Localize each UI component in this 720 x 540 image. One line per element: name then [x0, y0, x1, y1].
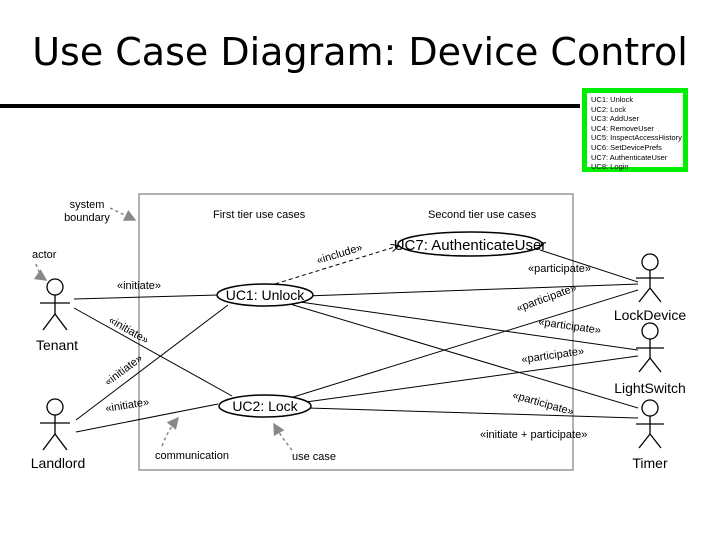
- uc7-label: UC7: AuthenticateUser: [394, 237, 547, 254]
- tenant-label: Tenant: [36, 337, 78, 353]
- system-boundary-note-2: boundary: [64, 212, 110, 224]
- landlord-uc1-line: [75, 304, 229, 421]
- timer-label: Timer: [632, 455, 668, 471]
- uc2-label: UC2: Lock: [232, 398, 298, 414]
- use-case-note: use case: [292, 451, 336, 463]
- second-tier-note: Second tier use cases: [428, 209, 537, 221]
- actor-lockdevice: [636, 253, 664, 303]
- legend-item: UC8: Login: [591, 162, 629, 172]
- use-case-pointer: [273, 422, 293, 451]
- uc2-lockdevice-line: [289, 289, 639, 399]
- communication-note: communication: [155, 450, 229, 462]
- actor-tenant: [40, 278, 70, 331]
- tenant-uc2-line: [73, 307, 233, 397]
- legend-item: UC1: Unlock: [591, 95, 634, 104]
- initiate-participate-label: «initiate + participate»: [480, 429, 587, 441]
- use-case-legend: UC1: Unlock UC2: Lock UC3: AddUser UC4: …: [582, 88, 688, 172]
- system-boundary-note-1: system: [70, 199, 105, 211]
- communication-pointer: [161, 416, 179, 447]
- initiate-label-landlord-uc2: «initiate»: [105, 396, 150, 415]
- legend-item: UC4: RemoveUser: [591, 123, 654, 133]
- use-case-uc7: UC7: AuthenticateUser: [394, 231, 547, 257]
- uc1-lightswitch-line: [299, 301, 639, 351]
- actor-pointer: [33, 263, 48, 281]
- include-arrow: [261, 246, 398, 289]
- communication-lines: [73, 249, 639, 433]
- system-boundary: [138, 193, 574, 471]
- participate-label-uc2-lightswitch: «participate»: [521, 345, 585, 366]
- uc7-lockdevice-line: [539, 249, 639, 283]
- page-title: Use Case Diagram: Device Control: [32, 30, 688, 74]
- actor-lightswitch: [636, 322, 664, 373]
- uc1-timer-line: [289, 303, 639, 409]
- legend-item: UC6: SetDevicePrefs: [591, 142, 662, 152]
- landlord-uc2-line: [75, 403, 219, 433]
- uc1-label: UC1: Unlock: [226, 287, 306, 303]
- actor-timer: [636, 399, 664, 449]
- actor-note: actor: [32, 249, 57, 261]
- title-underline: [0, 104, 580, 108]
- uc1-lockdevice-line: [305, 283, 639, 297]
- lockdevice-label: LockDevice: [614, 307, 687, 323]
- initiate-label-tenant-uc2: «initiate»: [107, 314, 151, 346]
- participate-label-uc7-lockdevice: «participate»: [528, 263, 591, 275]
- initiate-label-tenant-uc1: «initiate»: [117, 280, 161, 292]
- lightswitch-label: LightSwitch: [614, 380, 686, 396]
- participate-label-uc1-timer: «participate»: [511, 389, 575, 418]
- include-label: «include»: [315, 242, 364, 267]
- first-tier-note: First tier use cases: [213, 209, 306, 221]
- legend-item: UC7: AuthenticateUser: [591, 152, 668, 162]
- use-case-uc1: UC1: Unlock: [216, 283, 314, 307]
- participate-label-uc1-lightswitch: «participate»: [538, 316, 602, 337]
- legend-item: UC5: InspectAccessHistory: [591, 133, 682, 143]
- legend-item: UC3: AddUser: [591, 114, 639, 124]
- tenant-uc1-line: [73, 294, 219, 300]
- actor-landlord: [40, 398, 70, 451]
- uc2-lightswitch-line: [305, 355, 639, 403]
- uc2-timer-line: [307, 407, 639, 419]
- legend-item: UC2: Lock: [591, 104, 627, 114]
- use-case-uc2: UC2: Lock: [218, 394, 312, 418]
- system-boundary-pointer: [109, 207, 137, 221]
- landlord-label: Landlord: [31, 455, 86, 471]
